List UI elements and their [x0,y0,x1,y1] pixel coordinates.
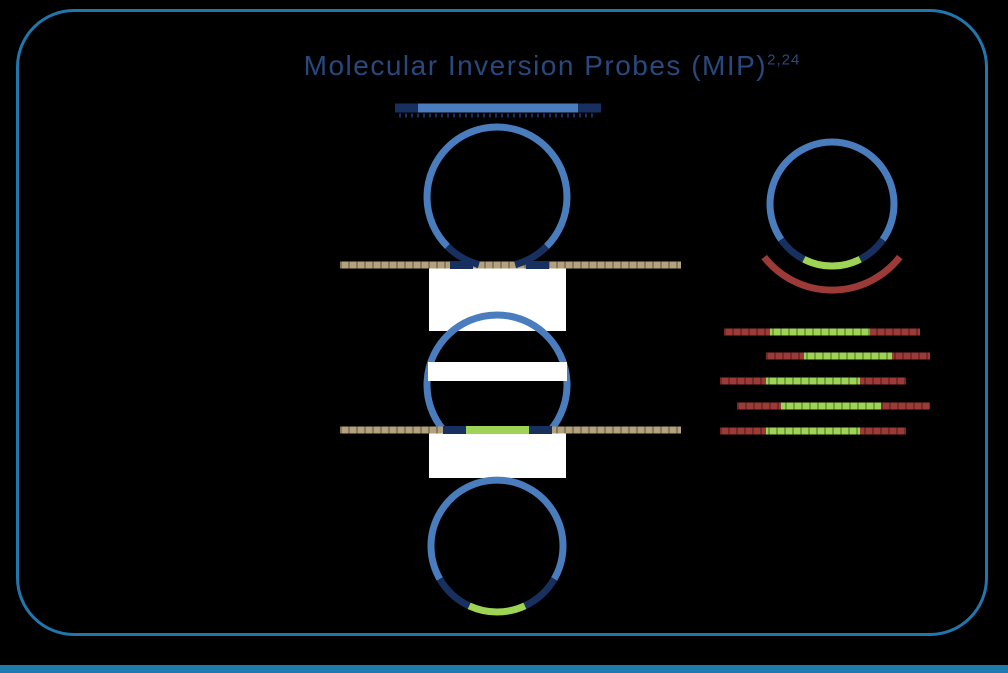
hybridized-arm-left [445,243,480,268]
ligated-arm-right [523,577,558,609]
amplification-gap-fill-arc [802,256,862,270]
connector-box-bottom [429,431,566,478]
title-citation-superscript: 2,24 [767,51,801,69]
probe-ring-2 [423,311,571,433]
probe-ring-3 [427,476,567,581]
hybridized-arm-right [514,243,549,268]
probe-circle-ligated [427,476,567,616]
probe-ring-1 [423,123,571,249]
probe-circle-hybridized [423,123,571,268]
figure-title-text: Molecular Inversion Probes (MIP) [303,50,768,81]
amplification-arm-left [778,237,806,263]
amplicon-ladder [720,328,930,435]
figure-title: Molecular Inversion Probes (MIP)2,24 [162,50,942,82]
amplification-ring [766,138,898,242]
denature-gap-band [428,362,567,381]
primer-arc [761,254,903,294]
linear-probe-bar [395,103,601,118]
bottom-accent-bar [0,665,1008,673]
connector-box-top [429,266,566,331]
probe-circle-gapfill [423,311,571,433]
figure-border [16,9,988,636]
gap-fill-arc [467,602,527,616]
amplification-arm-right [858,237,886,263]
ligated-arm-left [436,577,471,609]
amplification-circle [761,138,903,294]
